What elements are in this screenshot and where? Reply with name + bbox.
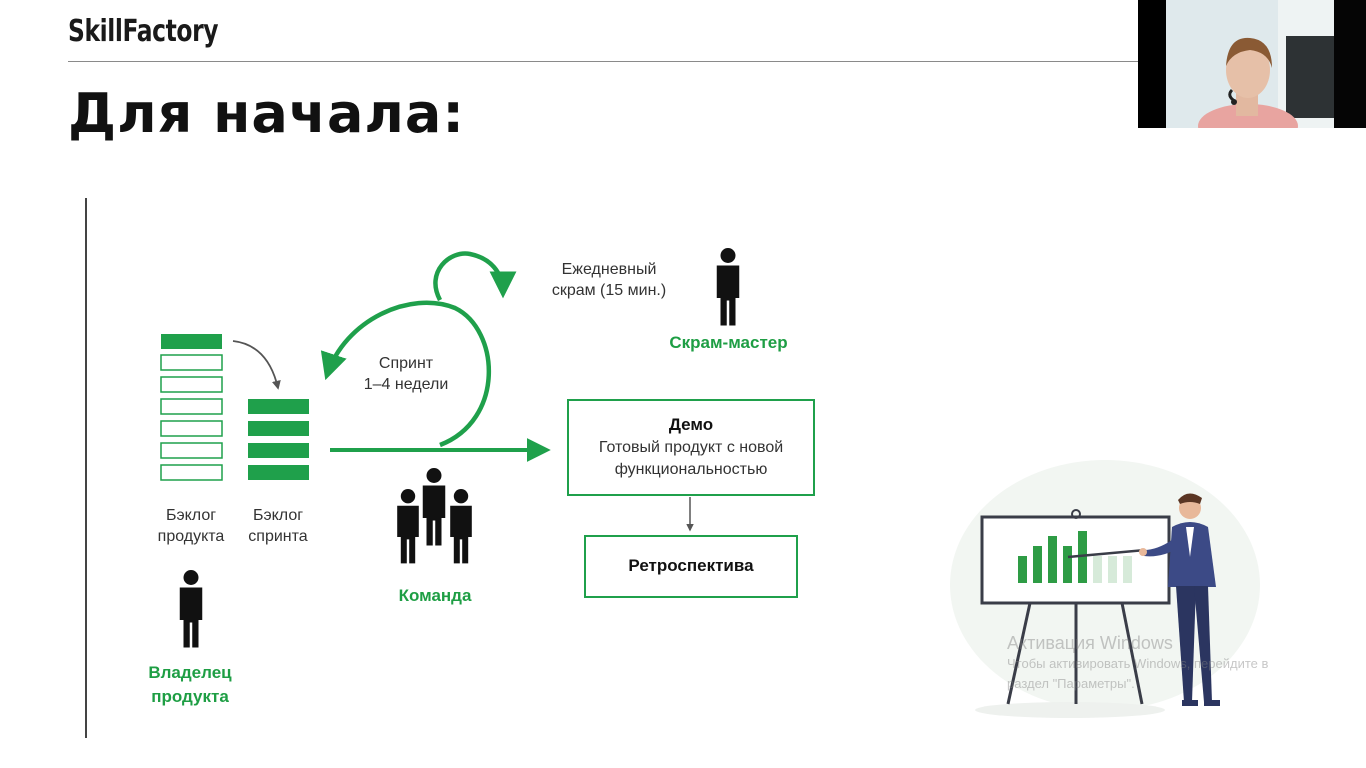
daily-scrum-line-2: скрам (15 мин.) xyxy=(551,282,667,299)
daily-scrum-label: Ежедневный скрам (15 мин.) xyxy=(538,259,680,301)
webcam-image xyxy=(1138,0,1366,128)
watermark-title: Активация Windows xyxy=(1007,633,1173,653)
slide-title: Для начала: xyxy=(68,82,465,145)
retrospective-box: Ретроспектива xyxy=(584,535,798,598)
demo-desc-line-2: функциональностью xyxy=(614,461,768,478)
product-owner-label: Владелец продукта xyxy=(130,661,250,709)
product-owner-line-2: продукта xyxy=(151,687,229,706)
sprint-backlog-line-2: спринта xyxy=(248,528,308,545)
product-backlog-line-2: продукта xyxy=(157,528,225,545)
product-owner-line-1: Владелец xyxy=(148,663,232,682)
header-divider xyxy=(68,61,1138,62)
skillfactory-logo: SkillFactory xyxy=(68,14,219,49)
left-divider xyxy=(85,198,87,738)
team-figures xyxy=(397,468,472,564)
demo-desc-line-1: Готовый продукт с новой xyxy=(598,439,784,456)
team-label: Команда xyxy=(398,586,472,605)
daily-scrum-line-1: Ежедневный xyxy=(561,261,657,278)
sprint-backlog-line-1: Бэклог xyxy=(252,507,304,524)
scrum-master-figure xyxy=(716,248,740,326)
sprint-backlog-stack xyxy=(248,399,309,480)
sprint-line-2: 1–4 недели xyxy=(363,376,449,393)
sprint-backlog-label: Бэклог спринта xyxy=(238,505,318,547)
watermark-line-1: Чтобы активировать Windows, перейдите в xyxy=(1007,656,1269,671)
product-backlog-stack xyxy=(160,334,223,481)
backlog-transfer-arrow xyxy=(232,340,281,390)
watermark-line-2: раздел "Параметры". xyxy=(1007,676,1135,691)
presenter-illustration xyxy=(950,460,1260,718)
sprint-label: Спринт 1–4 недели xyxy=(350,353,462,395)
retrospective-label: Ретроспектива xyxy=(628,556,754,575)
demo-title: Демо xyxy=(668,415,714,434)
product-backlog-label: Бэклог продукта xyxy=(146,505,236,547)
product-owner-figure xyxy=(179,570,203,648)
sprint-line-1: Спринт xyxy=(378,355,434,372)
demo-description: Готовый продукт с новой функциональность… xyxy=(569,437,813,481)
product-backlog-line-1: Бэклог xyxy=(165,507,217,524)
daily-scrum-loop-arrow xyxy=(433,251,517,302)
windows-activation-watermark: Активация Windows Чтобы активировать Win… xyxy=(1007,633,1268,694)
scrum-master-label: Скрам-мастер xyxy=(669,333,788,352)
sprint-loop-arrow xyxy=(320,300,492,448)
webcam-video xyxy=(1138,0,1366,128)
demo-box: Демо Готовый продукт с новой функциональ… xyxy=(567,399,815,496)
